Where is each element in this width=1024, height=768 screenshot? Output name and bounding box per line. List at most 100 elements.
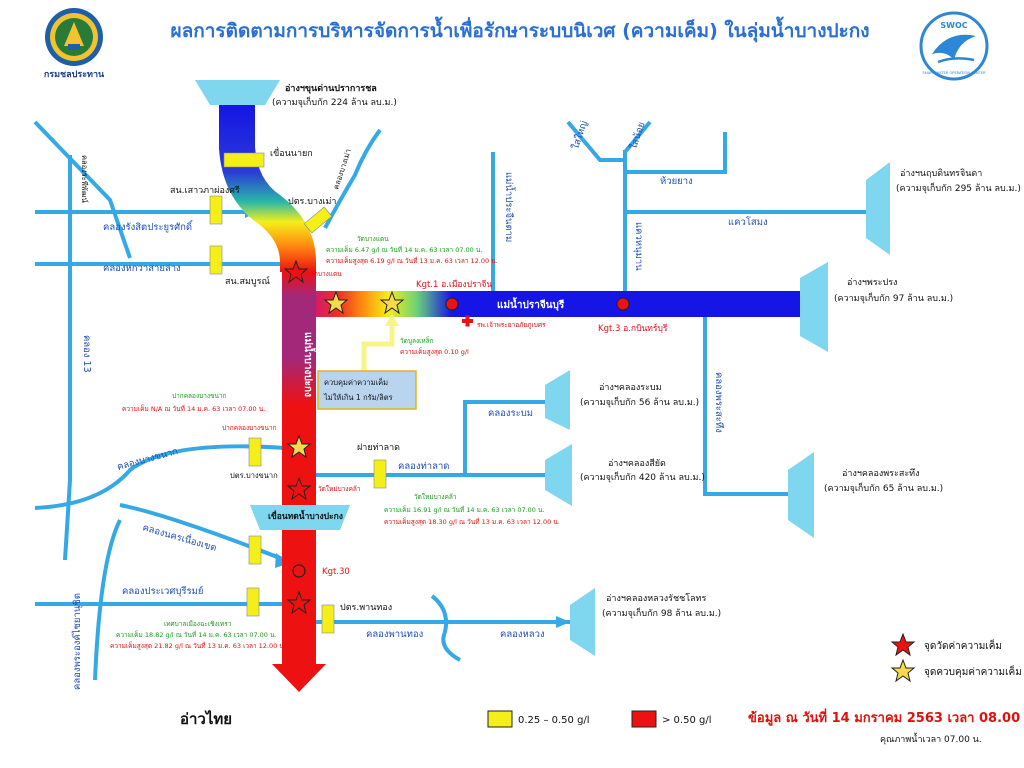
hospital-icon bbox=[462, 315, 473, 327]
canal-phra-ong-label: คลองพระองค์ไชยานุชิต bbox=[71, 593, 83, 690]
reservoir-luang-shape bbox=[570, 588, 595, 656]
gates bbox=[209, 152, 387, 634]
station-bang-taen-name: วัดบางแตน bbox=[357, 235, 389, 243]
res-phra-sathueng-name: อ่างฯคลองพระสะทึง bbox=[842, 468, 920, 479]
star-control-prachin-1 bbox=[323, 290, 349, 315]
footer-quality: คุณภาพน้ำเวลา 07.00 น. bbox=[880, 732, 982, 745]
res-nong-pla-lai-name: อ่างฯนฤบดินทรจินดา bbox=[900, 168, 982, 179]
page-title: ผลการติดตามการบริหารจัดการน้ำเพื่อรักษาร… bbox=[170, 20, 870, 42]
gate-saowapha bbox=[209, 195, 223, 225]
canal-hokwa-label: คลองหกวาสายล่าง bbox=[103, 263, 181, 274]
control-box bbox=[317, 370, 417, 410]
station-bang-taen-value: ความเค็ม 6.47 g/l ณ วันที่ 14 ม.ค. 63 เว… bbox=[326, 245, 482, 254]
canal-tha-lat-label: คลองท่าลาด bbox=[398, 461, 449, 472]
struct-tha-lat: ฝายท่าลาด bbox=[357, 443, 400, 453]
gate-phan-thong bbox=[321, 604, 335, 634]
river-mouth-arrow bbox=[272, 664, 326, 692]
canal-rabom-label: คลองระบม bbox=[488, 408, 533, 419]
canal-luang-branch bbox=[430, 594, 461, 662]
canal-bang-khanak-label: คลองบางขนาก bbox=[116, 446, 180, 473]
canal-sai-noi-label: ใสน้อย bbox=[627, 120, 647, 151]
canal-sai-noi bbox=[623, 120, 652, 154]
res-khun-dan-cap: (ความจุเก็บกัก 224 ล้าน ลบ.ม.) bbox=[272, 95, 397, 108]
legend-yellow-text: 0.25 – 0.50 g/l bbox=[518, 715, 590, 726]
res-luang-cap: (ความจุเก็บกัก 98 ล้าน ลบ.ม.) bbox=[602, 606, 721, 619]
res-nong-pla-lai-cap: (ความจุเก็บกัก 295 ล้าน ลบ.ม.) bbox=[896, 181, 1021, 194]
canal-network bbox=[33, 120, 870, 681]
station-bang-lek-value: ความเค็มสูงสุด 0.10 g/l bbox=[400, 347, 469, 356]
res-khun-dan-name: อ่างฯขุนด่านปราการชล bbox=[285, 83, 377, 94]
station-bang-kla-name: วัดใหม่บางคล้า bbox=[414, 493, 457, 501]
res-phra-sathueng-cap: (ความจุเก็บกัก 65 ล้าน ลบ.ม.) bbox=[824, 481, 943, 494]
upper-river bbox=[219, 105, 316, 272]
legend-star-red-icon bbox=[890, 632, 916, 657]
prachin-river-label: แม่น้ำปราจีนบุรี bbox=[497, 297, 565, 311]
star-measure-wat-bang-taen bbox=[283, 259, 309, 284]
canal-huai-yang-label: ห้วยยาง bbox=[660, 176, 693, 187]
swoc-logo: SWOC SMART WATER OPERATION CENTER bbox=[919, 11, 989, 81]
reservoir-nong-pla-lai-shape bbox=[866, 162, 890, 255]
gate-tha-lat bbox=[373, 459, 387, 489]
res-si-yat-name: อ่างฯคลองสียัด bbox=[608, 458, 666, 469]
res-rabom-name: อ่างฯคลองระบม bbox=[599, 383, 662, 393]
canal-nakhon-nueang-label: คลองนครเนื่องเขต bbox=[141, 520, 218, 554]
gate-sombun bbox=[209, 245, 223, 275]
canal-rangsit-label: คลองรังสิตประยูรศักดิ์ bbox=[103, 219, 194, 233]
legend-measure-text: จุดวัดค่าความเค็ม bbox=[924, 638, 1002, 652]
canal-phra-sathueng bbox=[703, 300, 790, 496]
station-bang-lek-name: วัดบูลงเหล็ก bbox=[400, 336, 434, 345]
svg-text:SWOC: SWOC bbox=[940, 21, 967, 30]
circle-kgt3 bbox=[616, 297, 630, 311]
station-bang-kla-marker: วัดใหม่บางคล้า bbox=[318, 485, 361, 493]
legend-control-text: จุดควบคุมค่าความเค็ม bbox=[924, 664, 1022, 678]
canal-phan-thong-label: คลองพานทอง bbox=[366, 629, 423, 640]
canal-prachin-trib-label: แม่น้ำประจีนตาม bbox=[503, 172, 516, 242]
struct-phan-thong: ปตร.พานทอง bbox=[340, 603, 392, 613]
footer-date: ข้อมูล ณ วันที่ 14 มกราคม 2563 เวลา 08.0… bbox=[748, 708, 1024, 726]
station-bang-khanak-value: ความเค็ม N/A ณ วันที่ 14 ม.ค. 63 เวลา 07… bbox=[122, 404, 265, 413]
struct-nayok: เขื่อนนายก bbox=[270, 146, 313, 159]
legend-red-text: > 0.50 g/l bbox=[662, 715, 712, 726]
svg-text:SMART WATER OPERATION CENTER: SMART WATER OPERATION CENTER bbox=[922, 71, 986, 75]
struct-sombun: สน.สมบูรณ์ bbox=[225, 275, 270, 287]
res-si-yat-cap: (ความจุเก็บกัก 420 ล้าน ลบ.ม.) bbox=[580, 470, 705, 483]
res-phra-prong-cap: (ความจุเก็บกัก 97 ล้าน ลบ.ม.) bbox=[834, 291, 953, 304]
star-control-prachin-2 bbox=[379, 290, 405, 315]
reservoir-si-yat-shape bbox=[545, 444, 572, 506]
reservoir-phra-prong-shape bbox=[800, 262, 828, 352]
station-bang-taen-marker: วัดบางแตน bbox=[310, 270, 342, 278]
station-kgt30: Kgt.30 bbox=[322, 567, 350, 577]
canal-khlong13 bbox=[63, 155, 72, 561]
svg-text:กรมชลประทาน: กรมชลประทาน bbox=[44, 69, 105, 80]
legend-red-swatch bbox=[631, 710, 657, 728]
station-bang-kla-value: ความเค็ม 16.91 g/l ณ วันที่ 14 ม.ค. 63 เ… bbox=[384, 505, 545, 514]
station-bang-taen-max: ความเค็มสูงสุด 6.19 g/l ณ วันที่ 13 ม.ค.… bbox=[326, 256, 498, 265]
rid-logo: กรมชลประทาน bbox=[44, 8, 105, 80]
legend-yellow-swatch bbox=[487, 710, 513, 728]
res-luang-name: อ่างฯคลองหลวงรัชชโลทร bbox=[606, 593, 706, 604]
struct-bang-mae: ปตร.บางเม่า bbox=[288, 197, 336, 207]
canal-luang-label: คลองหลวง bbox=[500, 629, 545, 640]
canal-kwae-ma-label: แควโสมง bbox=[728, 216, 768, 228]
res-rabom-cap: (ความจุเก็บกัก 56 ล้าน ลบ.ม.) bbox=[580, 395, 699, 408]
reservoir-rabom-shape bbox=[545, 370, 570, 430]
station-kgt1: Kgt.1 อ.เมืองปราจีน bbox=[416, 279, 492, 290]
canal-bang-mae bbox=[323, 128, 382, 229]
canal-hanuman-label: แควหนุมาน bbox=[633, 222, 644, 271]
control-arrow bbox=[361, 325, 395, 372]
canal-phra-ong bbox=[93, 519, 122, 681]
station-chachoengsao-max: ความเค็มสูงสุด 21.82 g/l ณ วันที่ 13 ม.ค… bbox=[110, 641, 286, 650]
bang-pakong-label: แม่น้ำบางปะกง bbox=[302, 332, 316, 397]
canal-khlong13-label: คลอง 13 bbox=[81, 335, 92, 373]
station-bang-kla-max: ความเค็มสูงสุด 18.30 g/l ณ วันที่ 13 ม.ค… bbox=[384, 517, 560, 526]
station-bang-khanak-name: ปากคลองบางขนาก bbox=[172, 392, 227, 400]
reservoir-phra-sathueng-shape bbox=[788, 452, 814, 538]
star-measure-wat-bang-kla bbox=[286, 476, 312, 501]
legend-star-yellow-icon bbox=[890, 658, 916, 683]
canal-prawet-label: คลองประเวศบุรีรมย์ bbox=[122, 585, 203, 597]
canal-rabom bbox=[463, 400, 545, 475]
struct-bang-khanak: ปตร.บางขนาก bbox=[230, 471, 278, 480]
canal-rapiphat-label: คลองระพีพัฒน์ bbox=[80, 155, 89, 203]
